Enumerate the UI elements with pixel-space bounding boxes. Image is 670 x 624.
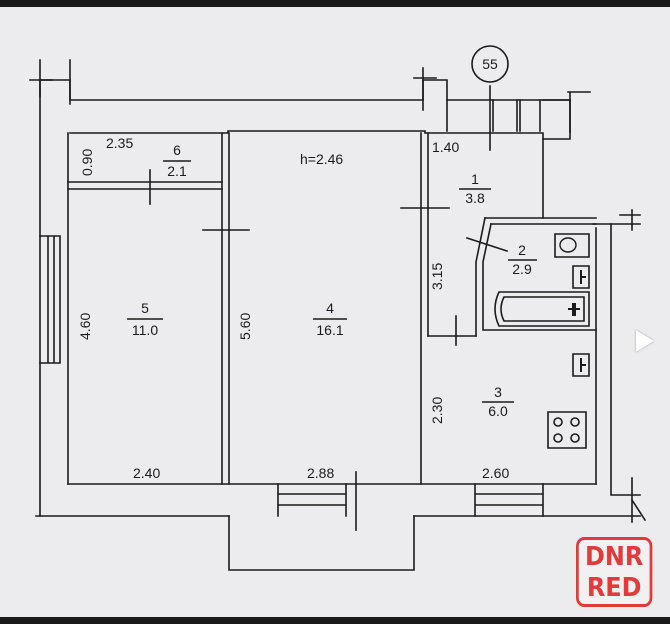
dim-5-60: 5.60 [237, 313, 253, 340]
sink-kitchen [572, 353, 590, 377]
room-area: 16.1 [316, 322, 343, 338]
chevron-right-icon[interactable] [636, 330, 654, 352]
wall-room4-left [221, 132, 230, 485]
entry-structure [446, 99, 571, 140]
apartment-number: 55 [482, 56, 498, 72]
watermark-logo: DNR RED [576, 537, 653, 607]
room-6-label: 6 2.1 [163, 142, 191, 179]
ceiling-height: h=2.46 [300, 151, 343, 167]
dim-tick-right [619, 209, 647, 523]
room-2-label: 2 2.9 [508, 242, 537, 277]
dim-2-88: 2.88 [307, 465, 334, 481]
room-number: 1 [471, 171, 479, 187]
window-top-right [519, 99, 541, 132]
dim-2-60: 2.60 [482, 465, 509, 481]
dim-1-40: 1.40 [432, 139, 459, 155]
room-number: 3 [494, 384, 502, 400]
window-bottom-left [277, 483, 347, 517]
wall-room6-bottom [67, 181, 223, 190]
burner-2 [570, 417, 580, 427]
burner-1 [553, 417, 563, 427]
bathtub [494, 291, 590, 327]
wall-bathroom [484, 217, 597, 225]
toilet-bowl [559, 237, 577, 253]
dim-2-35: 2.35 [106, 135, 133, 151]
room-5-label: 5 11.0 [127, 300, 163, 338]
watermark-line-1: DNR [585, 542, 644, 572]
sink-glyph [580, 270, 586, 284]
door-tick-room2 [465, 236, 509, 253]
apartment-wall-top [69, 130, 544, 219]
apartment-number-circle [471, 45, 509, 83]
balcony [228, 515, 415, 571]
dim-tick-left [29, 59, 71, 105]
burner-4 [570, 433, 580, 443]
dim-2-40: 2.40 [133, 465, 160, 481]
room-number: 6 [173, 142, 181, 158]
room-number: 2 [518, 242, 526, 258]
room-number: 4 [326, 300, 334, 316]
watermark-line-2: RED [586, 573, 642, 603]
dim-tick-top [413, 67, 591, 133]
wall-room4-right [420, 132, 429, 485]
dim-2-30: 2.30 [429, 397, 445, 424]
room-area: 2.9 [512, 261, 532, 277]
dim-3-15: 3.15 [429, 263, 445, 290]
outer-wall-right [610, 223, 641, 496]
room-1-label: 1 3.8 [459, 171, 491, 206]
window-left [39, 235, 61, 364]
room-3-label: 3 6.0 [482, 384, 514, 419]
bottom-bar [0, 617, 670, 624]
room-number: 5 [141, 300, 149, 316]
dim-0-90: 0.90 [79, 149, 95, 176]
sink-glyph-2 [580, 358, 586, 372]
toilet [554, 233, 590, 258]
room-area: 6.0 [488, 403, 508, 419]
room-area: 3.8 [465, 190, 485, 206]
burner-3 [553, 433, 563, 443]
stove [547, 411, 587, 449]
dim-4-60: 4.60 [77, 313, 93, 340]
window-bottom-right [474, 483, 544, 517]
bathtub-inner [500, 296, 585, 322]
bath-tap [568, 303, 580, 316]
top-bar [0, 0, 670, 7]
room-4-label: 4 16.1 [313, 300, 347, 338]
room-area: 2.1 [167, 163, 187, 179]
wall-bathroom-diag [475, 217, 597, 337]
sink [572, 265, 590, 289]
room-area: 11.0 [132, 322, 158, 338]
